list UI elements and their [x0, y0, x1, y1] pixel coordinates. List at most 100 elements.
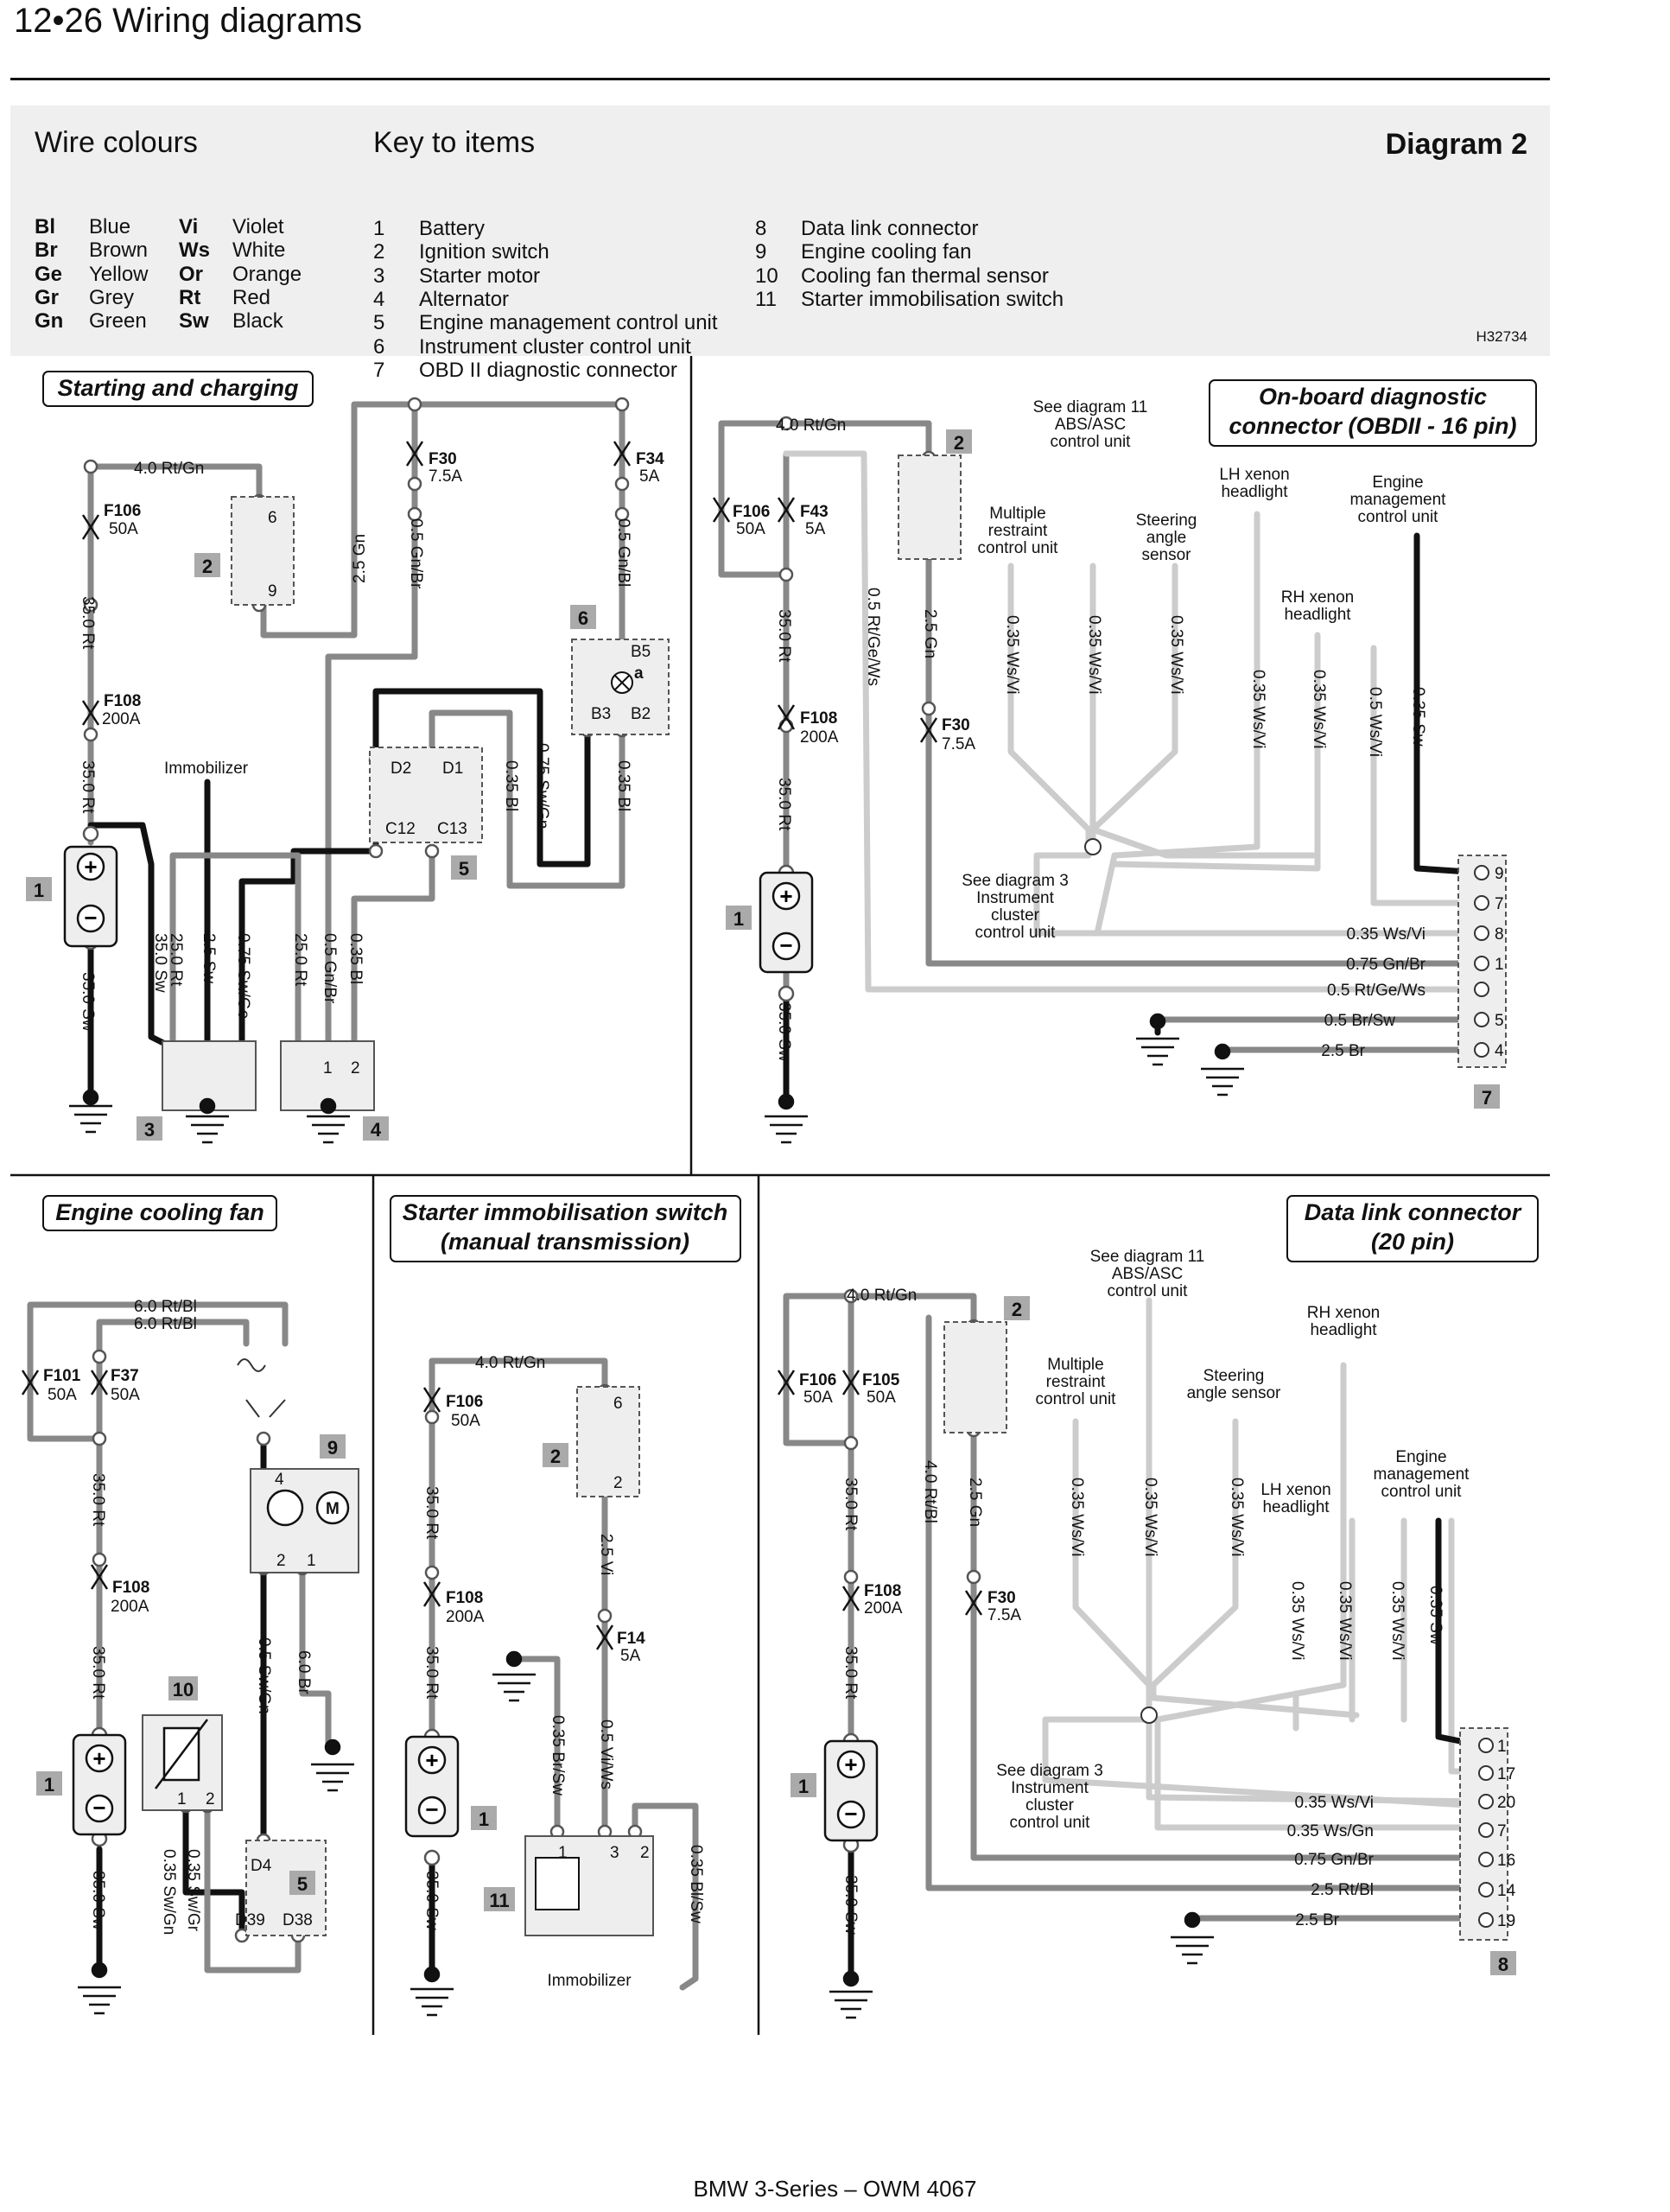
svg-text:restraint: restraint [1046, 1373, 1106, 1391]
svg-text:0.35 Ws/Vi: 0.35 Ws/Vi [1388, 1581, 1406, 1661]
svg-text:Multiple: Multiple [1047, 1356, 1103, 1374]
svg-text:5: 5 [297, 1873, 308, 1895]
svg-text:+: + [84, 854, 97, 880]
svg-text:0.35 Bl: 0.35 Bl [346, 933, 365, 984]
header-rule [10, 78, 1550, 80]
svg-text:Engine cooling fan: Engine cooling fan [55, 1199, 264, 1225]
svg-text:6.0 Rt/Bl: 6.0 Rt/Bl [134, 1315, 197, 1333]
svg-text:2: 2 [351, 1059, 360, 1077]
svg-text:4.0 Rt/Gn: 4.0 Rt/Gn [847, 1287, 917, 1305]
svg-text:cluster: cluster [1025, 1796, 1075, 1815]
svg-text:8: 8 [1498, 1954, 1508, 1975]
svg-text:Multiple: Multiple [989, 505, 1045, 523]
svg-text:7: 7 [1482, 1087, 1492, 1109]
svg-text:35.0 Rt: 35.0 Rt [422, 1646, 441, 1700]
svg-text:0.35 Br/Sw: 0.35 Br/Sw [549, 1715, 567, 1796]
svg-text:0.35 Sw/Gr: 0.35 Sw/Gr [184, 1849, 202, 1932]
svg-text:RH xenon: RH xenon [1281, 588, 1355, 607]
svg-text:headlight: headlight [1262, 1498, 1330, 1516]
svg-text:0.35 Sw: 0.35 Sw [1426, 1586, 1445, 1645]
svg-text:0.75 Sw/Gn: 0.75 Sw/Gn [533, 743, 551, 829]
svg-text:angle: angle [1146, 529, 1187, 547]
svg-text:F108: F108 [800, 709, 837, 728]
svg-text:0.35 Bl/Sw: 0.35 Bl/Sw [687, 1845, 705, 1923]
svg-text:0.35 Ws/Vi: 0.35 Ws/Vi [1085, 615, 1103, 695]
svg-text:6: 6 [578, 607, 588, 629]
svg-text:See diagram 11: See diagram 11 [1033, 398, 1148, 416]
svg-text:C13: C13 [437, 820, 467, 838]
svg-text:F108: F108 [864, 1582, 901, 1600]
svg-text:3: 3 [144, 1119, 155, 1141]
svg-text:0.5 Rt/Ge/Ws: 0.5 Rt/Ge/Ws [864, 588, 882, 686]
svg-text:2: 2 [550, 1446, 561, 1467]
panel-starter-immobilisation: Starter immobilisation switch (manual tr… [390, 1195, 741, 2017]
diagram-number: Diagram 2 [1385, 128, 1527, 161]
panel-engine-cooling-fan: Engine cooling fan [21, 1195, 359, 2015]
svg-text:(20 pin): (20 pin) [1371, 1229, 1454, 1255]
svg-text:B5: B5 [631, 643, 651, 661]
svg-text:0.35 Ws/Vi: 0.35 Ws/Vi [1228, 1478, 1246, 1557]
svg-text:Instrument: Instrument [1011, 1779, 1089, 1797]
svg-text:35.0 Rt: 35.0 Rt [775, 778, 793, 831]
svg-text:F37: F37 [111, 1367, 139, 1385]
svg-text:2.5 Br: 2.5 Br [1295, 1911, 1339, 1929]
svg-text:Starter immobilisation switch: Starter immobilisation switch [403, 1199, 728, 1225]
svg-text:35.0 Rt: 35.0 Rt [422, 1486, 441, 1540]
svg-text:0.35 Bl: 0.35 Bl [502, 760, 520, 811]
svg-text:connector (OBDII - 16 pin): connector (OBDII - 16 pin) [1229, 413, 1516, 439]
svg-text:control unit: control unit [975, 924, 1057, 942]
ignition-switch-icon [943, 1321, 1007, 1433]
svg-text:control unit: control unit [1051, 433, 1132, 451]
svg-text:7: 7 [1497, 1822, 1507, 1840]
ground-icon [410, 1650, 536, 2017]
item-labels: 1 2 8 [791, 1296, 1516, 1975]
svg-text:1: 1 [1497, 1738, 1507, 1756]
engine-management-icon [245, 1840, 327, 1936]
svg-text:2: 2 [613, 1474, 623, 1492]
svg-text:4: 4 [371, 1119, 382, 1141]
svg-text:2.5 Sw: 2.5 Sw [200, 933, 218, 983]
svg-text:control unit: control unit [1036, 1390, 1117, 1408]
svg-text:5: 5 [459, 858, 469, 880]
svg-text:2.5 Rt/Bl: 2.5 Rt/Bl [1311, 1881, 1374, 1899]
svg-text:5A: 5A [805, 520, 826, 538]
svg-text:Data link connector: Data link connector [1305, 1199, 1522, 1225]
svg-text:6.0 Rt/Bl: 6.0 Rt/Bl [134, 1298, 197, 1316]
svg-text:B3: B3 [591, 705, 611, 723]
svg-text:Engine: Engine [1395, 1448, 1446, 1466]
svg-text:LH xenon: LH xenon [1219, 466, 1289, 484]
svg-text:F34: F34 [636, 450, 664, 468]
svg-text:4.0 Rt/Gn: 4.0 Rt/Gn [134, 460, 204, 478]
svg-text:D39: D39 [235, 1911, 265, 1929]
svg-text:17: 17 [1497, 1765, 1515, 1783]
svg-text:2: 2 [206, 1790, 215, 1808]
panel-title-box [1209, 379, 1537, 447]
svg-text:6.0 Br: 6.0 Br [295, 1650, 313, 1694]
svg-text:2: 2 [202, 556, 213, 577]
svg-text:16: 16 [1497, 1852, 1515, 1870]
svg-text:0.35 Ws/Vi: 0.35 Ws/Vi [1167, 615, 1185, 695]
svg-text:20: 20 [1497, 1794, 1515, 1812]
svg-text:0.35 Ws/Gn: 0.35 Ws/Gn [1287, 1822, 1374, 1840]
svg-text:F14: F14 [617, 1630, 645, 1648]
svg-text:+: + [779, 883, 792, 909]
svg-text:1: 1 [34, 880, 44, 901]
svg-text:25.0 Rt: 25.0 Rt [167, 933, 185, 987]
svg-text:0.35 Ws/Vi: 0.35 Ws/Vi [1336, 1581, 1354, 1661]
svg-text:50A: 50A [736, 520, 765, 538]
ignition-switch-icon [898, 454, 962, 560]
svg-text:F105: F105 [862, 1371, 900, 1389]
svg-text:7.5A: 7.5A [987, 1606, 1021, 1624]
svg-text:2.5 Gn: 2.5 Gn [921, 609, 939, 658]
svg-text:7: 7 [1495, 895, 1504, 913]
svg-text:−: − [779, 932, 792, 958]
svg-text:F30: F30 [429, 450, 457, 468]
svg-text:50A: 50A [111, 1386, 140, 1404]
svg-text:4.0 Rt/Gn: 4.0 Rt/Gn [475, 1354, 545, 1372]
svg-text:9: 9 [1495, 865, 1504, 883]
svg-text:Steering: Steering [1203, 1367, 1265, 1385]
svg-text:200A: 200A [864, 1599, 903, 1618]
